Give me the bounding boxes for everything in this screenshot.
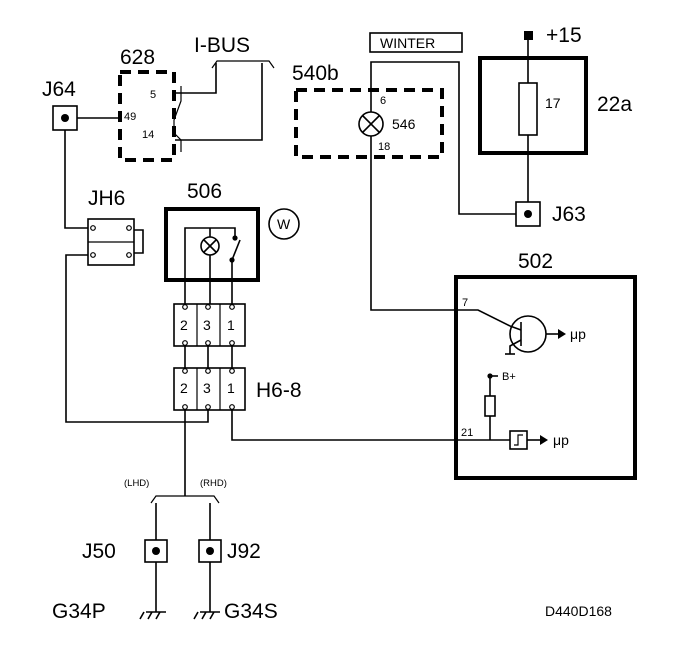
pin-628-5: 5 bbox=[150, 89, 156, 101]
lhd-rhd-split: (LHD) (RHD) bbox=[124, 478, 227, 540]
winter-switch: WINTER bbox=[369, 32, 463, 53]
connector-upper: 2 3 1 bbox=[173, 303, 246, 347]
plus15-label: +15 bbox=[546, 24, 582, 47]
connector-j64: J64 bbox=[42, 78, 78, 131]
winter-label: WINTER bbox=[380, 35, 435, 51]
pin-540-18: 18 bbox=[378, 141, 390, 153]
ibus-label: I-BUS bbox=[194, 34, 250, 57]
rhd-label: (RHD) bbox=[200, 478, 227, 489]
component-502: 502 7 21 μp B+ μp bbox=[454, 250, 637, 480]
lhd-label: (LHD) bbox=[124, 478, 149, 489]
ibus-bus: I-BUS bbox=[173, 34, 275, 152]
pin-502-21: 21 bbox=[461, 427, 473, 439]
b-plus-label: B+ bbox=[502, 371, 516, 383]
fuse-22a: +15 17 22a bbox=[478, 24, 632, 202]
j50-label: J50 bbox=[82, 540, 116, 563]
pin-22a-17: 17 bbox=[545, 95, 561, 111]
j64-label: J64 bbox=[42, 78, 76, 101]
wire-connector-bridge bbox=[184, 346, 233, 368]
component-540b: 540b 6 546 18 bbox=[292, 62, 444, 160]
mu-label-2: μp bbox=[553, 432, 569, 448]
c506-label: 506 bbox=[187, 180, 222, 203]
pin-540-546: 546 bbox=[392, 116, 416, 132]
c502-label: 502 bbox=[518, 250, 553, 273]
h68-pin-1: 1 bbox=[227, 380, 235, 396]
upper-pin-3: 3 bbox=[203, 317, 211, 333]
connector-j63: J63 bbox=[515, 201, 586, 227]
diagram-code: D440D168 bbox=[545, 603, 612, 619]
j92-label: J92 bbox=[227, 540, 261, 563]
connector-h6-8: 2 3 1 H6-8 bbox=[173, 367, 302, 411]
wire-winter-j63 bbox=[370, 61, 516, 215]
pin-540-6: 6 bbox=[380, 95, 386, 107]
h68-pin-3: 3 bbox=[203, 380, 211, 396]
connector-j50: J50 G34P bbox=[52, 539, 168, 623]
w-symbol-label: W bbox=[277, 216, 291, 232]
connector-jh6: JH6 bbox=[87, 187, 144, 266]
wire-j64-jh6 bbox=[64, 130, 90, 229]
g34s-label: G34S bbox=[224, 600, 278, 623]
c628-label: 628 bbox=[120, 46, 155, 69]
wire-jh6-h68 bbox=[65, 254, 209, 423]
connector-j92: J92 G34S bbox=[193, 539, 278, 623]
g34p-label: G34P bbox=[52, 600, 106, 623]
upper-pin-2: 2 bbox=[180, 317, 188, 333]
wire-h68-502 bbox=[231, 410, 510, 441]
component-506: 506 W bbox=[164, 180, 300, 305]
wire-540b-502 bbox=[370, 160, 511, 327]
c22a-label: 22a bbox=[597, 93, 632, 116]
upper-pin-1: 1 bbox=[227, 317, 235, 333]
pin-628-49: 49 bbox=[124, 111, 136, 123]
pin-628-14: 14 bbox=[142, 129, 154, 141]
h68-label: H6-8 bbox=[256, 379, 302, 402]
j63-label: J63 bbox=[552, 203, 586, 226]
mu-label-1: μp bbox=[570, 326, 586, 342]
jh6-label: JH6 bbox=[88, 187, 125, 210]
c540b-label: 540b bbox=[292, 62, 339, 85]
pin-502-7: 7 bbox=[462, 297, 468, 309]
component-628: 628 5 49 14 bbox=[118, 46, 176, 162]
h68-pin-2: 2 bbox=[180, 380, 188, 396]
